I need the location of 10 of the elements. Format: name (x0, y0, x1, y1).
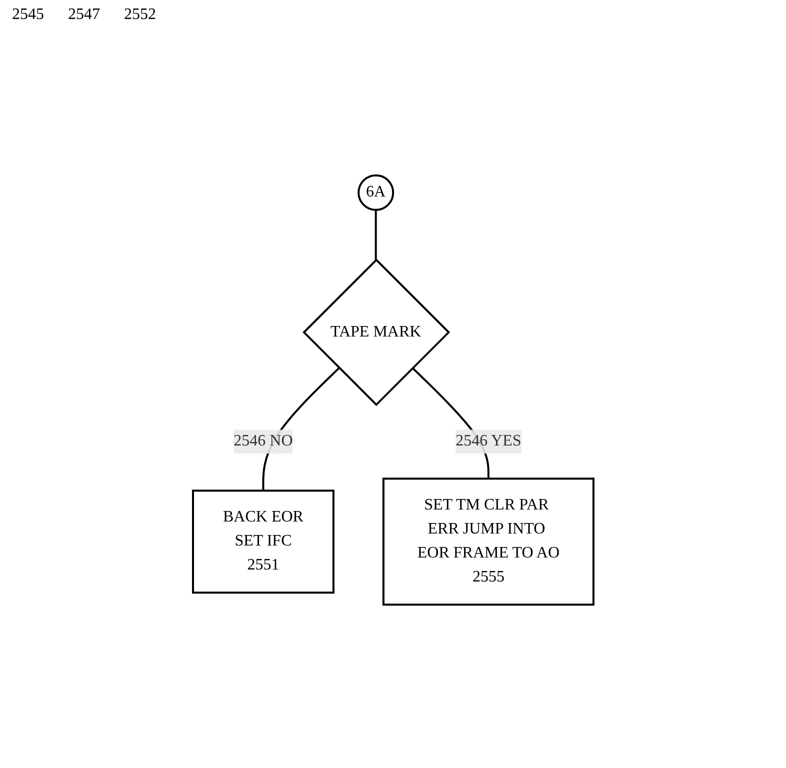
connector (374, 210, 377, 260)
node-box: SET TM CLR PAR ERR JUMP INTO EOR FRAME TO AO 2555 (382, 478, 594, 606)
edge-label: 2546 NO (233, 432, 293, 450)
step-number: 2552 (124, 6, 156, 24)
node-box: BACK EOR SET IFC 2551 (192, 490, 334, 594)
node-diamond: TAPE MARK (302, 258, 450, 406)
step-number: 2545 (12, 6, 44, 24)
node-circle: 6A (357, 174, 394, 211)
edge-label: 2546 YES (455, 432, 522, 450)
step-number: 2547 (68, 6, 100, 24)
